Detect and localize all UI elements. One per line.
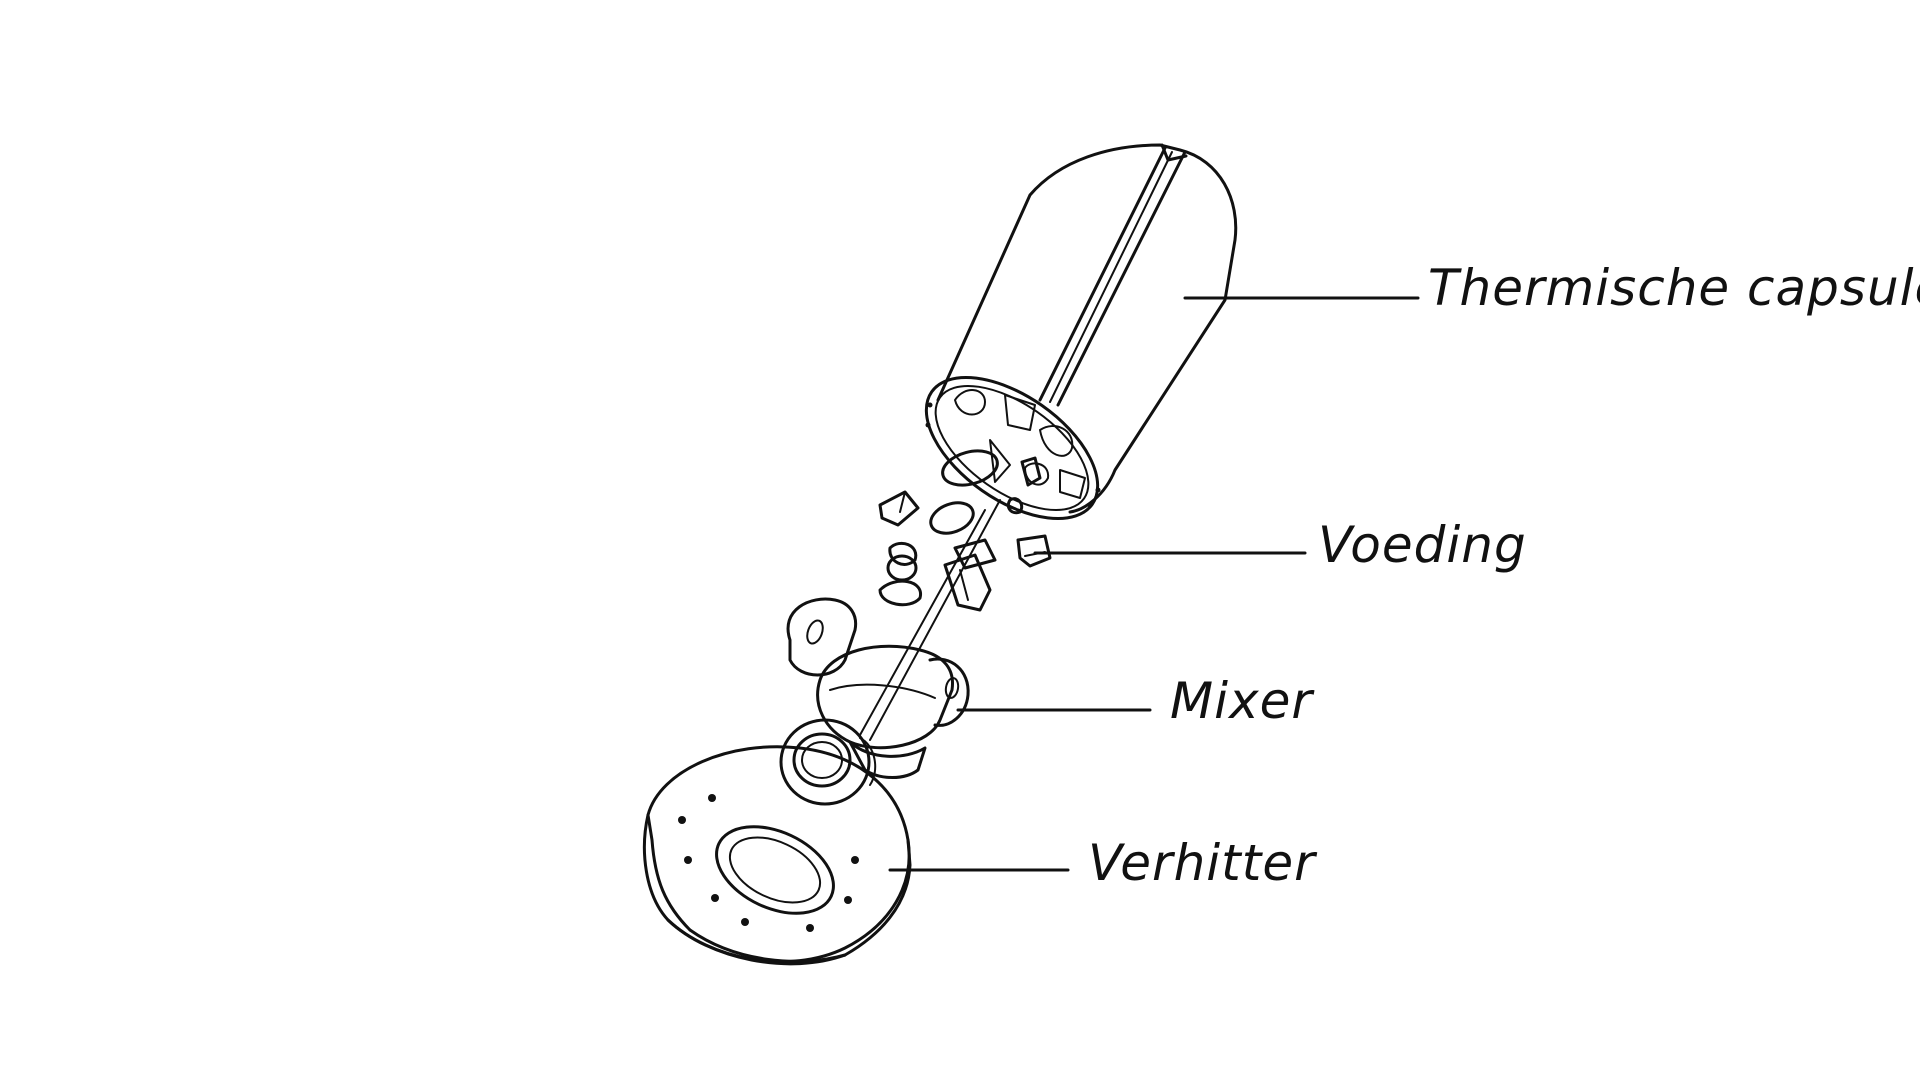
label-thermal-capsule: Thermische capsule xyxy=(1428,259,1920,317)
thermal-capsule-part xyxy=(924,143,1238,521)
label-feed: Voeding xyxy=(1318,516,1527,574)
central-axis xyxy=(869,499,1001,741)
label-mixer: Mixer xyxy=(1170,672,1315,730)
mixer-part xyxy=(786,597,970,779)
feed-pellets-part xyxy=(878,449,1052,612)
label-heater: Verhitter xyxy=(1088,834,1318,892)
heater-part xyxy=(642,745,912,966)
